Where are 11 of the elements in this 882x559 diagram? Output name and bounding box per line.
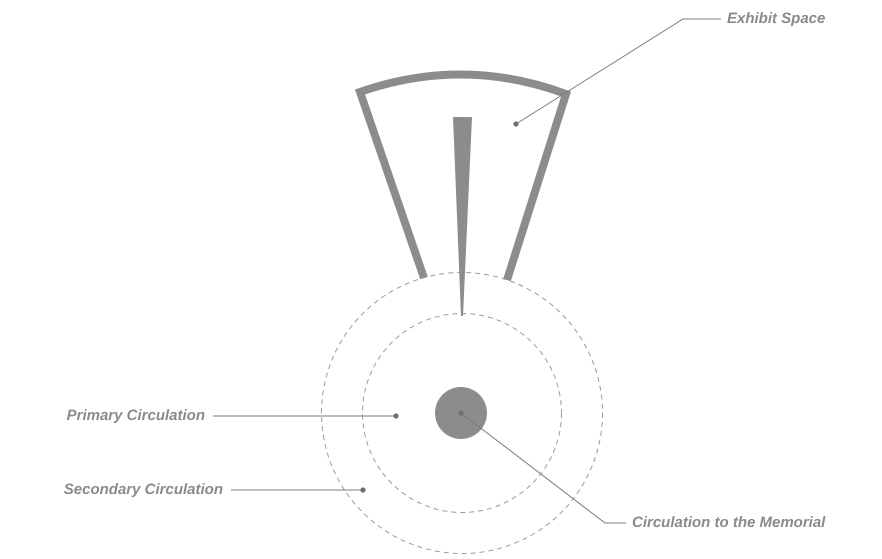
leader-line bbox=[513, 18, 722, 127]
leader-line bbox=[230, 487, 366, 493]
filled-circle bbox=[435, 387, 487, 439]
leader-line bbox=[212, 413, 399, 419]
dashed-circle bbox=[362, 313, 562, 513]
callout-label: Secondary Circulation bbox=[8, 479, 223, 501]
callout-label: Primary Circulation bbox=[20, 405, 205, 427]
leader-line bbox=[458, 410, 626, 524]
callout-label: Circulation to the Memorial bbox=[632, 512, 877, 534]
callout-label: Exhibit Space bbox=[727, 8, 857, 30]
dashed-circle bbox=[321, 272, 603, 554]
